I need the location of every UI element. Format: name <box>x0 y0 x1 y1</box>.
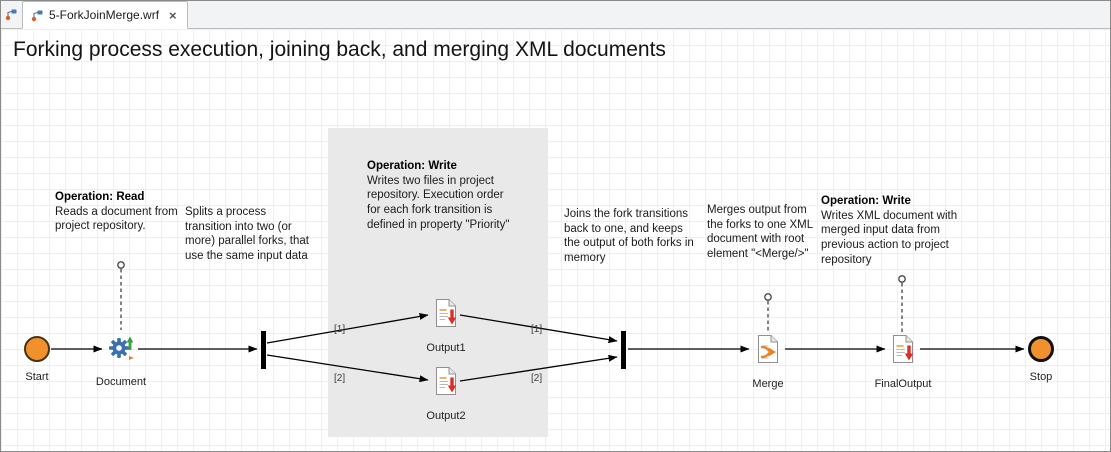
workflow-file-icon <box>31 9 44 22</box>
annotation-body: Splits a process transition into two (or… <box>185 206 309 263</box>
node-label: Stop <box>1029 371 1053 383</box>
workflow-file-icon <box>4 8 18 22</box>
tab-label: 5-ForkJoinMerge.wrf <box>49 8 160 22</box>
annotation-header: Operation: Write <box>367 160 457 172</box>
annotation-merge[interactable]: Merges output from the forks to one XML … <box>707 203 819 262</box>
node-final-output[interactable]: FinalOutput <box>858 334 948 390</box>
file-write-icon <box>890 334 916 369</box>
branch-label-join-2: [2] <box>531 373 543 384</box>
node-output2[interactable]: Output2 <box>401 366 491 422</box>
annotation-join[interactable]: Joins the fork transitions back to one, … <box>564 207 700 266</box>
node-label: FinalOutput <box>874 378 932 390</box>
branch-label-join-1: [1] <box>531 324 543 335</box>
annotation-body: Writes XML document with merged input da… <box>821 209 958 266</box>
close-icon[interactable]: × <box>169 7 177 23</box>
node-label: Output2 <box>426 410 466 422</box>
node-label: Start <box>25 371 49 383</box>
node-output1[interactable]: Output1 <box>401 298 491 354</box>
tab-forkjoinmerge[interactable]: 5-ForkJoinMerge.wrf × <box>22 1 188 29</box>
annotation-body: Reads a document from project repository… <box>55 205 178 233</box>
annotation-fork[interactable]: Splits a process transition into two (or… <box>185 205 309 264</box>
branch-label-fork-1: [1] <box>334 324 346 335</box>
gear-read-icon <box>106 332 136 367</box>
fork-bar[interactable] <box>261 331 266 369</box>
annotation-body: Joins the fork transitions back to one, … <box>564 208 694 265</box>
file-write-icon <box>433 298 459 333</box>
node-start[interactable]: Start <box>1 336 82 383</box>
page-title: Forking process execution, joining back,… <box>13 38 666 61</box>
annotation-body: Writes two files in project repository. … <box>367 174 510 231</box>
tab-bar: 5-ForkJoinMerge.wrf × <box>1 1 1110 29</box>
node-label: Document <box>95 376 147 388</box>
annotation-write-outputs[interactable]: Operation: Write Writes two files in pro… <box>367 159 519 233</box>
node-document[interactable]: Document <box>76 332 166 388</box>
annotation-body: Merges output from the forks to one XML … <box>707 204 813 261</box>
annotation-header: Operation: Write <box>821 195 911 207</box>
join-bar[interactable] <box>621 331 626 369</box>
node-stop[interactable]: Stop <box>996 336 1086 383</box>
stop-event-icon <box>1028 336 1054 362</box>
diagram-canvas[interactable]: Forking process execution, joining back,… <box>1 29 1110 451</box>
annotation-header: Operation: Read <box>55 191 145 203</box>
file-write-icon <box>433 366 459 401</box>
node-label: Output1 <box>426 342 466 354</box>
annotation-read[interactable]: Operation: Read Reads a document from pr… <box>55 190 187 234</box>
branch-label-fork-2: [2] <box>334 373 346 384</box>
node-merge[interactable]: Merge <box>723 334 813 390</box>
file-merge-icon <box>755 334 781 369</box>
annotation-final[interactable]: Operation: Write Writes XML document wit… <box>821 194 973 268</box>
node-label: Merge <box>752 378 784 390</box>
start-event-icon <box>24 336 50 362</box>
